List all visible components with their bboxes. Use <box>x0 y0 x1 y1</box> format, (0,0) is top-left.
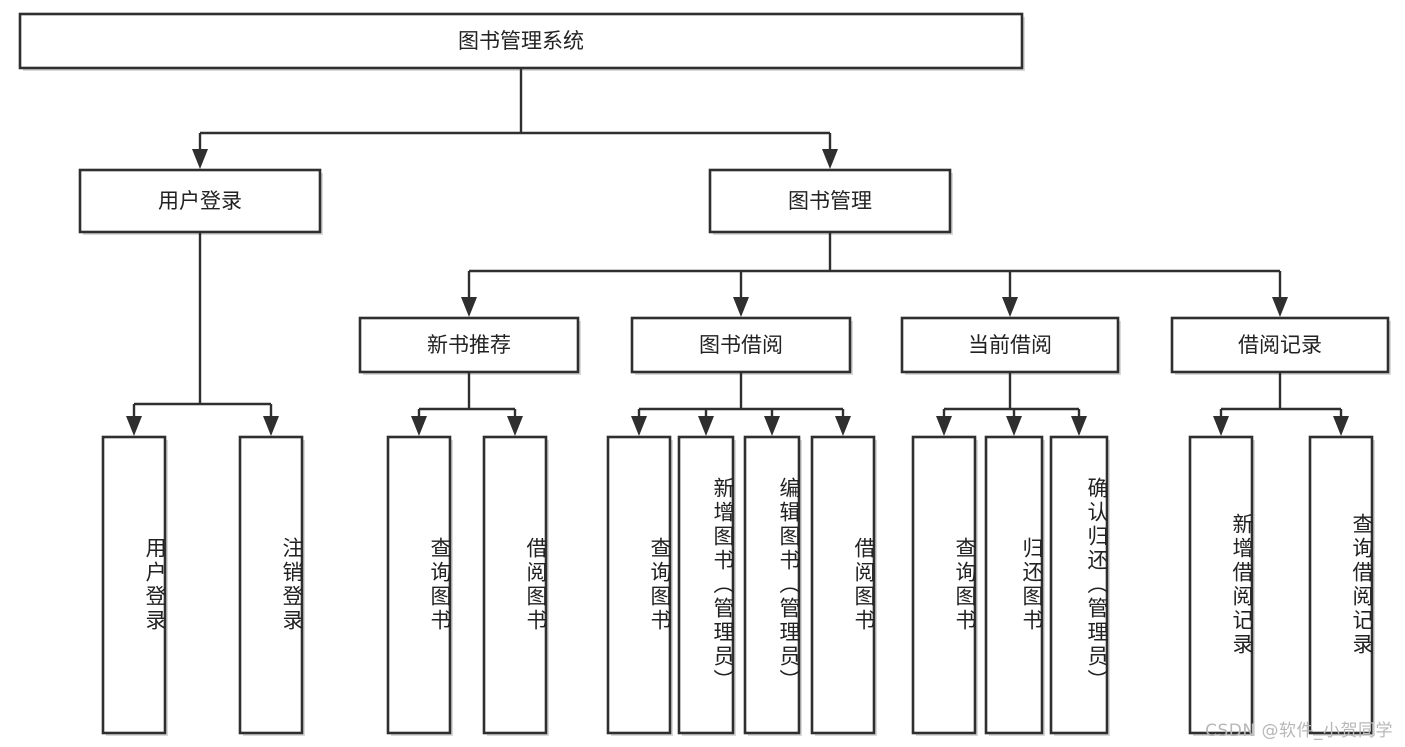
node-rect[interactable] <box>743 435 801 735</box>
node-rect[interactable] <box>18 12 1024 70</box>
node-leaf-leaf-query-book-borrow[interactable] <box>606 435 673 736</box>
node-rect[interactable] <box>984 435 1044 735</box>
arrow-head-icon <box>1071 416 1087 436</box>
node-leaf-leaf-return-book[interactable] <box>984 435 1045 736</box>
node-rect[interactable] <box>911 435 977 735</box>
node-l3-current-borrow[interactable]: 当前借阅 <box>900 316 1121 375</box>
arrow-head-icon <box>822 149 838 169</box>
node-label: 图书管理系统 <box>458 29 584 53</box>
node-label: 新书推荐 <box>427 333 511 357</box>
node-rect[interactable] <box>78 168 322 234</box>
arrow-head-icon <box>126 416 142 436</box>
node-rect[interactable] <box>1308 435 1374 735</box>
node-rect[interactable] <box>900 316 1120 374</box>
node-leaf-leaf-borrow-book[interactable] <box>810 435 877 736</box>
arrow-head-icon <box>411 416 427 436</box>
node-rect[interactable] <box>482 435 548 735</box>
node-rect[interactable] <box>238 435 304 735</box>
node-leaf-leaf-confirm-return-admin[interactable] <box>1049 435 1110 736</box>
arrow-head-icon <box>1333 416 1349 436</box>
node-root-root[interactable]: 图书管理系统 <box>18 12 1025 71</box>
node-leaf-leaf-add-borrow-record[interactable] <box>1188 435 1255 736</box>
node-l3-book-borrow[interactable]: 图书借阅 <box>630 316 853 375</box>
node-leaf-leaf-add-book-admin[interactable] <box>677 435 736 736</box>
node-rect[interactable] <box>1049 435 1109 735</box>
node-l3-borrow-record[interactable]: 借阅记录 <box>1170 316 1391 375</box>
node-leaf-leaf-user-login[interactable] <box>101 435 168 736</box>
node-rect[interactable] <box>677 435 735 735</box>
node-l2-book-manage[interactable]: 图书管理 <box>708 168 953 235</box>
node-label: 图书管理 <box>788 189 872 213</box>
node-leaf-leaf-query-book-current[interactable] <box>911 435 978 736</box>
arrow-head-icon <box>263 416 279 436</box>
node-label: 当前借阅 <box>968 333 1052 357</box>
node-rect[interactable] <box>810 435 876 735</box>
arrow-head-icon <box>461 297 477 317</box>
node-rect[interactable] <box>1170 316 1390 374</box>
arrow-head-icon <box>507 416 523 436</box>
arrow-head-icon <box>192 149 208 169</box>
node-label: 图书借阅 <box>699 333 783 357</box>
arrow-head-icon <box>1002 297 1018 317</box>
node-rect[interactable] <box>1188 435 1254 735</box>
arrow-head-icon <box>698 416 714 436</box>
node-leaf-leaf-edit-book-admin[interactable] <box>743 435 802 736</box>
node-leaf-leaf-query-book-rec[interactable] <box>386 435 453 736</box>
node-label: 借阅记录 <box>1238 333 1322 357</box>
arrow-head-icon <box>1213 416 1229 436</box>
node-rect[interactable] <box>386 435 452 735</box>
node-rect[interactable] <box>358 316 580 374</box>
arrow-head-icon <box>764 416 780 436</box>
watermark-text: CSDN @软件_小贺同学 <box>1205 721 1393 741</box>
node-l3-new-book-recommend[interactable]: 新书推荐 <box>358 316 581 375</box>
node-rect[interactable] <box>101 435 167 735</box>
arrow-head-icon <box>1006 416 1022 436</box>
arrow-head-icon <box>1272 297 1288 317</box>
arrow-head-icon <box>631 416 647 436</box>
node-leaf-leaf-query-borrow-record[interactable] <box>1308 435 1375 736</box>
node-rect[interactable] <box>606 435 672 735</box>
arrow-head-icon <box>733 297 749 317</box>
arrow-head-icon <box>835 416 851 436</box>
arrow-head-icon <box>936 416 952 436</box>
node-label: 用户登录 <box>158 189 242 213</box>
node-leaf-leaf-borrow-book-rec[interactable] <box>482 435 549 736</box>
node-l2-user-login[interactable]: 用户登录 <box>78 168 323 235</box>
node-leaf-leaf-logout[interactable] <box>238 435 305 736</box>
